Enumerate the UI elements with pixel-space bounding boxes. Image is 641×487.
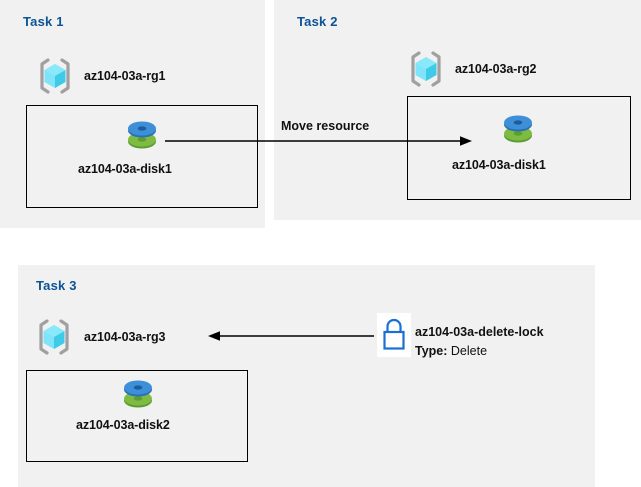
task1-resource-container: [26, 105, 258, 208]
task2-panel: [274, 0, 641, 220]
task3-panel: [18, 265, 595, 487]
lock-icon: [377, 313, 411, 357]
task3-resource-label: az104-03a-disk2: [76, 418, 170, 432]
task1-resource-label: az104-03a-disk1: [78, 162, 172, 176]
task2-resource-label: az104-03a-disk1: [452, 158, 546, 172]
task3-title: Task 3: [36, 278, 77, 293]
task1-panel: [0, 0, 265, 228]
task2-title: Task 2: [297, 14, 338, 29]
move-resource-label: Move resource: [281, 119, 370, 133]
lock-type-row: Type: Delete: [415, 344, 487, 358]
lock-type-value: Delete: [450, 344, 488, 358]
resource-group-cube-icon: [408, 50, 444, 88]
task3-resource-group-label: az104-03a-rg3: [84, 330, 166, 344]
lock-target-arrow: [208, 331, 374, 341]
managed-disk-icon: [498, 110, 538, 148]
resource-group-cube-icon: [37, 57, 73, 95]
task3-resource-container: [26, 370, 248, 462]
task1-resource-group-label: az104-03a-rg1: [84, 69, 166, 83]
managed-disk-icon: [122, 116, 162, 154]
lock-type-label: Type:: [415, 344, 448, 358]
task1-title: Task 1: [23, 14, 64, 29]
lock-name-label: az104-03a-delete-lock: [415, 325, 544, 339]
task2-resource-group-label: az104-03a-rg2: [455, 62, 537, 76]
move-resource-arrow: [165, 136, 472, 146]
task2-resource-container: [407, 96, 631, 200]
managed-disk-icon: [118, 375, 158, 413]
resource-group-cube-icon: [36, 318, 72, 356]
